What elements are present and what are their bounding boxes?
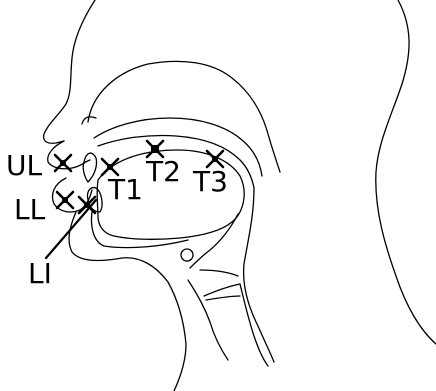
- forehead-nose-outline: [44, 0, 95, 143]
- larynx-fold-upper: [204, 284, 240, 296]
- label-t1: T1: [107, 173, 143, 206]
- upper-incisor: [83, 153, 96, 182]
- jaw-floor-outline: [92, 212, 189, 248]
- trachea-outline: [240, 284, 268, 366]
- face-profile: [44, 0, 436, 391]
- larynx-fold-lower: [206, 296, 240, 300]
- pharynx-back-wall: [244, 188, 274, 362]
- neck-back-outline: [376, 0, 436, 344]
- label-ll: LL: [14, 193, 46, 226]
- vocal-tract: [82, 61, 280, 366]
- hyoid-bone-dot: [181, 249, 193, 261]
- label-t3: T3: [192, 165, 228, 198]
- label-ul: UL: [6, 149, 42, 182]
- nasal-cavity-outline: [88, 61, 280, 172]
- epiglottis-outline: [190, 214, 238, 268]
- label-t2: T2: [145, 155, 181, 188]
- larynx-outline: [188, 280, 228, 360]
- label-li: LI: [28, 257, 52, 290]
- hyoid-outline: [200, 270, 238, 276]
- sensor-ll: [57, 192, 73, 208]
